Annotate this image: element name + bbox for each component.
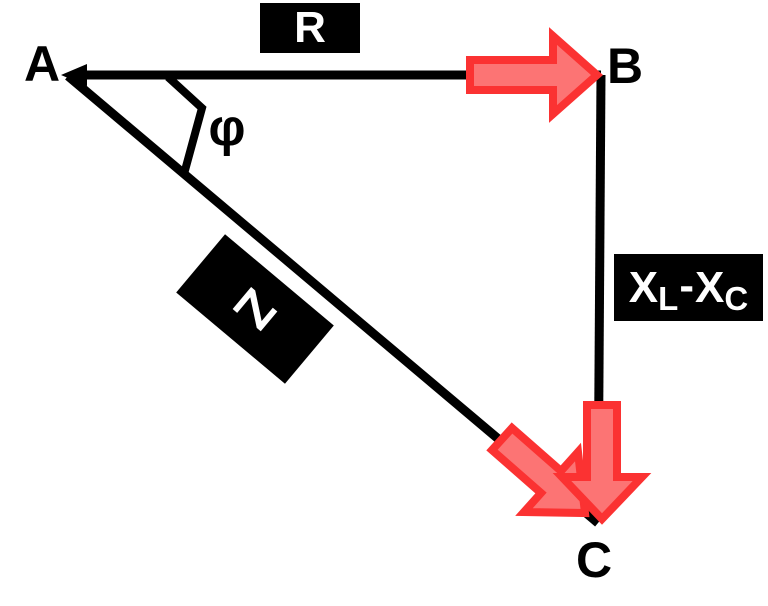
reactance-minus: - [679,260,694,310]
reactance-sub2: C [724,280,749,317]
vertex-label-b: B [606,38,644,94]
angle-marker [165,74,207,176]
z-vector-arrow [486,422,590,518]
reactance-base2: X [694,262,725,312]
vertex-label-a: A [23,36,61,92]
r-vector-arrow [466,27,604,123]
x-vector-arrow [552,401,652,525]
reactance-sub1: L [658,280,679,317]
r-label-box: R [260,3,360,53]
reactance-base1: X [628,262,659,312]
vertex-label-c: C [575,532,613,588]
angle-label-phi: φ [208,99,246,157]
vertex-a-arrowhead [61,64,87,86]
r-label-text: R [294,3,326,52]
z-label-text: Z [222,278,288,340]
